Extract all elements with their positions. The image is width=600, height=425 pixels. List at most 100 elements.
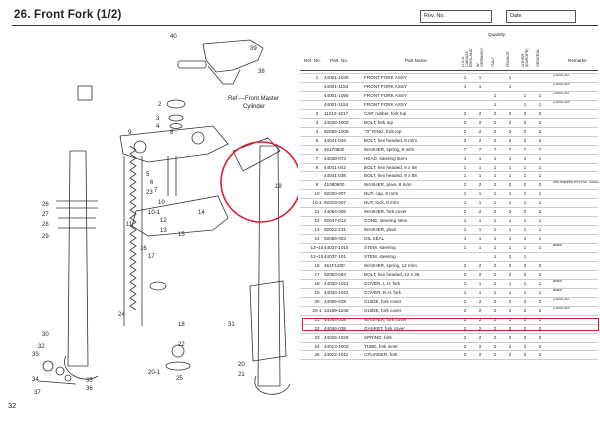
date-box: Date xyxy=(506,10,576,23)
cell-qty: 1 xyxy=(508,236,512,242)
col-remarks: Remarks xyxy=(568,58,587,63)
cell-part-no: 92019-007 xyxy=(324,200,346,206)
cell-qty: 2 xyxy=(538,128,542,134)
svg-text:9: 9 xyxy=(128,130,132,136)
cell-qty: 2 xyxy=(478,128,482,134)
row-divider xyxy=(300,153,598,155)
cell-ref: 23 xyxy=(314,334,320,340)
cell-qty: 1 xyxy=(493,164,497,170)
cell-qty: 2 xyxy=(523,209,527,215)
row-divider xyxy=(300,278,598,280)
qty-col-2: ITALY xyxy=(491,57,495,67)
qty-col-5: GENERAL xyxy=(536,48,540,67)
cell-ref: 20 xyxy=(314,298,320,304)
row-divider xyxy=(300,189,598,191)
cell-qty: 1 xyxy=(463,218,467,224)
svg-text:2: 2 xyxy=(158,102,162,108)
cell-qty: 1 xyxy=(538,173,542,179)
row-divider xyxy=(300,99,598,101)
cell-part-name: BOLT, hex headed, 8 m/m xyxy=(364,137,418,143)
cell-qty: 1 xyxy=(508,155,512,161)
cell-qty: 1 xyxy=(523,155,527,161)
cell-qty: 2 xyxy=(463,343,467,349)
row-divider xyxy=(300,198,598,200)
cell-qty: 2 xyxy=(538,298,542,304)
cell-ref: 10 xyxy=(314,191,320,197)
cell-ref: 2 xyxy=(315,110,319,116)
row-divider xyxy=(300,73,598,74)
cell-part-no: 44065-029 xyxy=(324,298,346,304)
svg-text:17: 17 xyxy=(148,254,155,260)
cell-part-name: TUBE, fork inner xyxy=(364,343,398,349)
cell-qty: 2 xyxy=(478,298,482,304)
cell-qty: 1 xyxy=(538,155,542,161)
cell-qty: 1 xyxy=(523,227,527,233)
cell-qty: 2 xyxy=(493,119,497,125)
cell-qty: 2 xyxy=(523,128,527,134)
svg-text:37: 37 xyxy=(34,390,41,396)
cell-qty: 2 xyxy=(508,209,512,215)
cell-qty: 2 xyxy=(493,262,497,268)
cell-qty: 1 xyxy=(493,236,497,242)
cell-qty: 7 xyxy=(493,146,497,152)
cell-qty: 2 xyxy=(523,352,527,358)
cell-part-no: 44001-1040 xyxy=(324,75,349,80)
cell-part-name: BOLT, hex headed, 8 x 58 xyxy=(364,173,417,179)
cell-qty: 7 xyxy=(478,146,482,152)
cell-ref: 24 xyxy=(314,343,320,349)
cell-qty: 2 xyxy=(463,182,467,188)
cell-qty: 1 xyxy=(508,227,512,233)
cell-qty: 2 xyxy=(508,325,512,331)
cell-qty: 1 xyxy=(523,92,527,98)
cell-qty: 2 xyxy=(493,128,497,134)
qty-col-3: FRANCE xyxy=(506,51,510,67)
cell-qty: 1 xyxy=(538,101,542,107)
cell-part-name: COVER, L.H. fork xyxy=(364,280,401,286)
svg-text:16: 16 xyxy=(140,246,147,252)
cell-qty: 1 xyxy=(478,191,482,197)
svg-text:10-1: 10-1 xyxy=(148,210,161,216)
svg-text:19: 19 xyxy=(275,184,282,190)
cell-part-no: 44001-1154 xyxy=(324,101,349,107)
cell-part-no: 44033-1021 xyxy=(324,280,349,286)
row-divider xyxy=(300,341,598,343)
cell-remarks: Z1000-A4~ xyxy=(553,81,571,86)
cell-qty: 2 xyxy=(538,352,542,358)
cell-qty: 1 xyxy=(478,280,482,286)
cell-remarks: Z1000-A3 xyxy=(553,296,569,301)
cell-qty: 2 xyxy=(523,316,527,322)
cell-qty: 1 xyxy=(523,200,527,206)
cell-qty: 1 xyxy=(478,164,482,170)
cell-qty: 1 xyxy=(493,191,497,197)
cell-qty: 2 xyxy=(523,110,527,116)
cell-qty: 2 xyxy=(523,325,527,331)
svg-text:25: 25 xyxy=(176,376,183,382)
cell-qty: 1 xyxy=(508,75,512,80)
svg-text:27: 27 xyxy=(42,212,49,218)
cell-qty: 2 xyxy=(508,182,512,188)
row-divider xyxy=(300,144,598,146)
row-divider xyxy=(300,314,598,316)
cell-qty: 1 xyxy=(538,164,542,170)
svg-text:32: 32 xyxy=(38,344,45,350)
cell-qty: 1 xyxy=(523,173,527,179)
cell-part-no: 13169-1248 xyxy=(324,307,349,313)
row-divider xyxy=(300,117,598,119)
cell-qty: 1 xyxy=(508,164,512,170)
cell-remarks: Z1000-A3 xyxy=(553,73,569,77)
cell-qty: 1 xyxy=(463,227,467,233)
cell-qty: 2 xyxy=(508,307,512,313)
highlight-circle xyxy=(220,141,298,223)
cell-part-no: 44028-1003 xyxy=(324,119,349,125)
cell-remarks: Black xyxy=(553,287,562,292)
cell-qty: 2 xyxy=(508,271,512,277)
cell-qty: 1 xyxy=(463,289,467,295)
cell-part-name: FRONT FORK ASSY xyxy=(364,83,408,89)
cell-part-name: BOLT, hex headed, 8 x 58 xyxy=(364,164,417,170)
